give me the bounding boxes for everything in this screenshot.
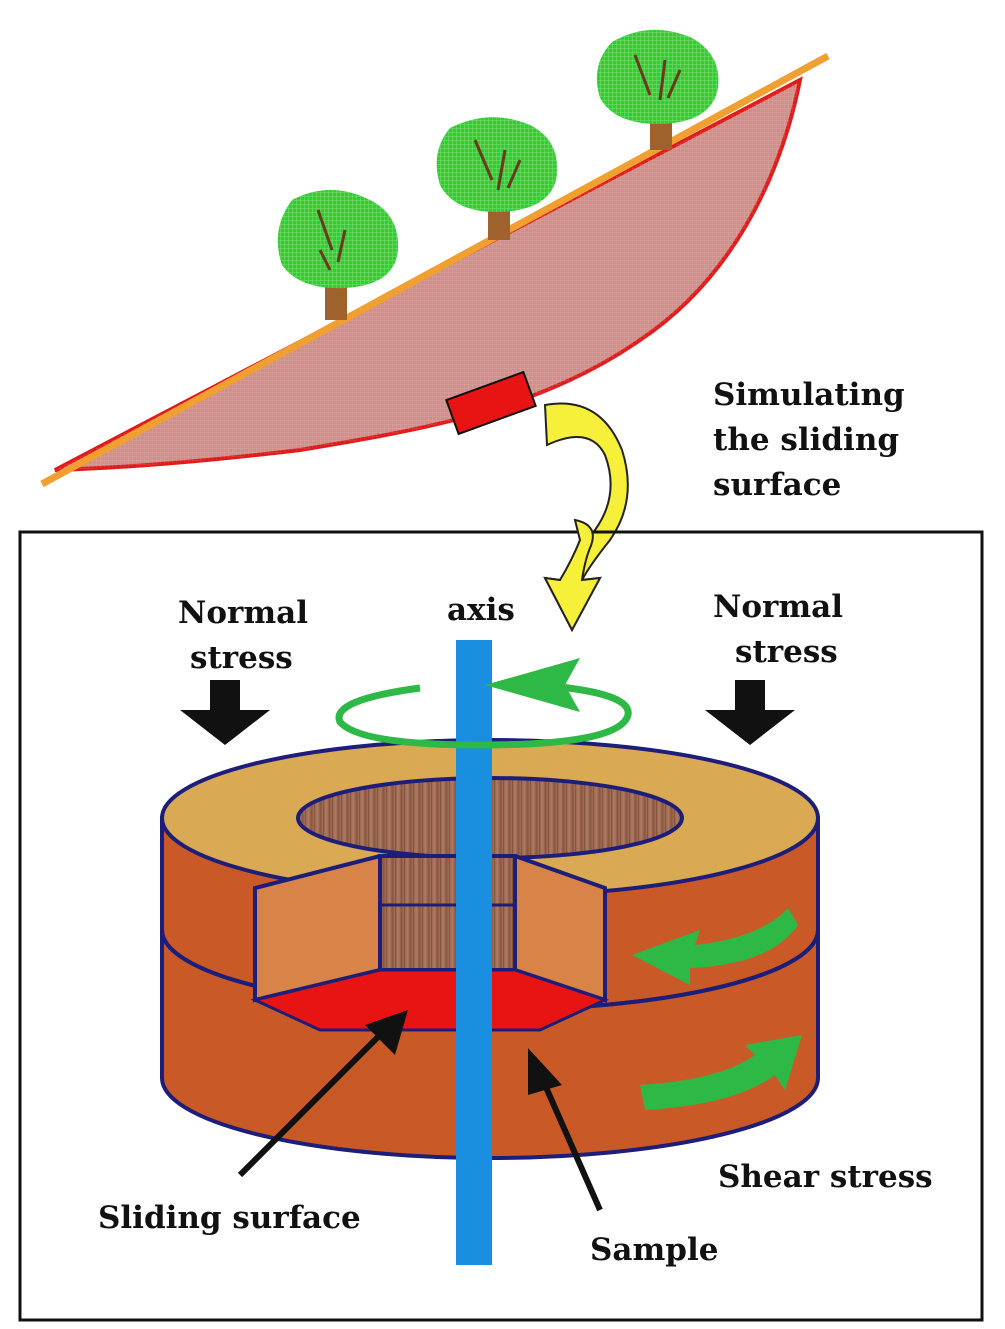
simulating-label-line3: surface (713, 467, 841, 503)
ground-surface-line (40, 52, 830, 488)
shear-stress-label: Shear stress (718, 1159, 933, 1195)
normal-stress-right-label-line2: stress (735, 634, 838, 670)
axis-label: axis (447, 592, 515, 628)
normal-stress-left-label-line1: Normal (178, 595, 308, 631)
sample-block (445, 370, 537, 436)
tree-icon (436, 117, 558, 240)
axis-rod (456, 640, 492, 1265)
simulating-label-line2: the sliding (713, 422, 899, 458)
slope-illustration (40, 29, 830, 488)
normal-stress-arrow-right-icon (705, 680, 795, 745)
sliding-surface-label: Sliding surface (98, 1200, 361, 1236)
rotation-arrow-icon (335, 658, 632, 749)
shear-arrow-lower-icon (640, 1035, 802, 1110)
sliding-surface-pointer-icon (237, 1010, 408, 1178)
shear-arrow-upper-icon (632, 908, 798, 985)
normal-stress-left-label-line2: stress (190, 640, 293, 676)
sliding-plane (250, 968, 610, 1032)
tree-icon (596, 29, 719, 150)
simulating-label-line1: Simulating (713, 377, 905, 413)
normal-stress-arrow-left-icon (180, 680, 270, 745)
sample-label: Sample (590, 1232, 718, 1268)
apparatus-frame (18, 530, 984, 1322)
tree-icon (277, 190, 399, 320)
sample-pointer-icon (528, 1048, 603, 1212)
normal-stress-right-label-line1: Normal (713, 589, 843, 625)
